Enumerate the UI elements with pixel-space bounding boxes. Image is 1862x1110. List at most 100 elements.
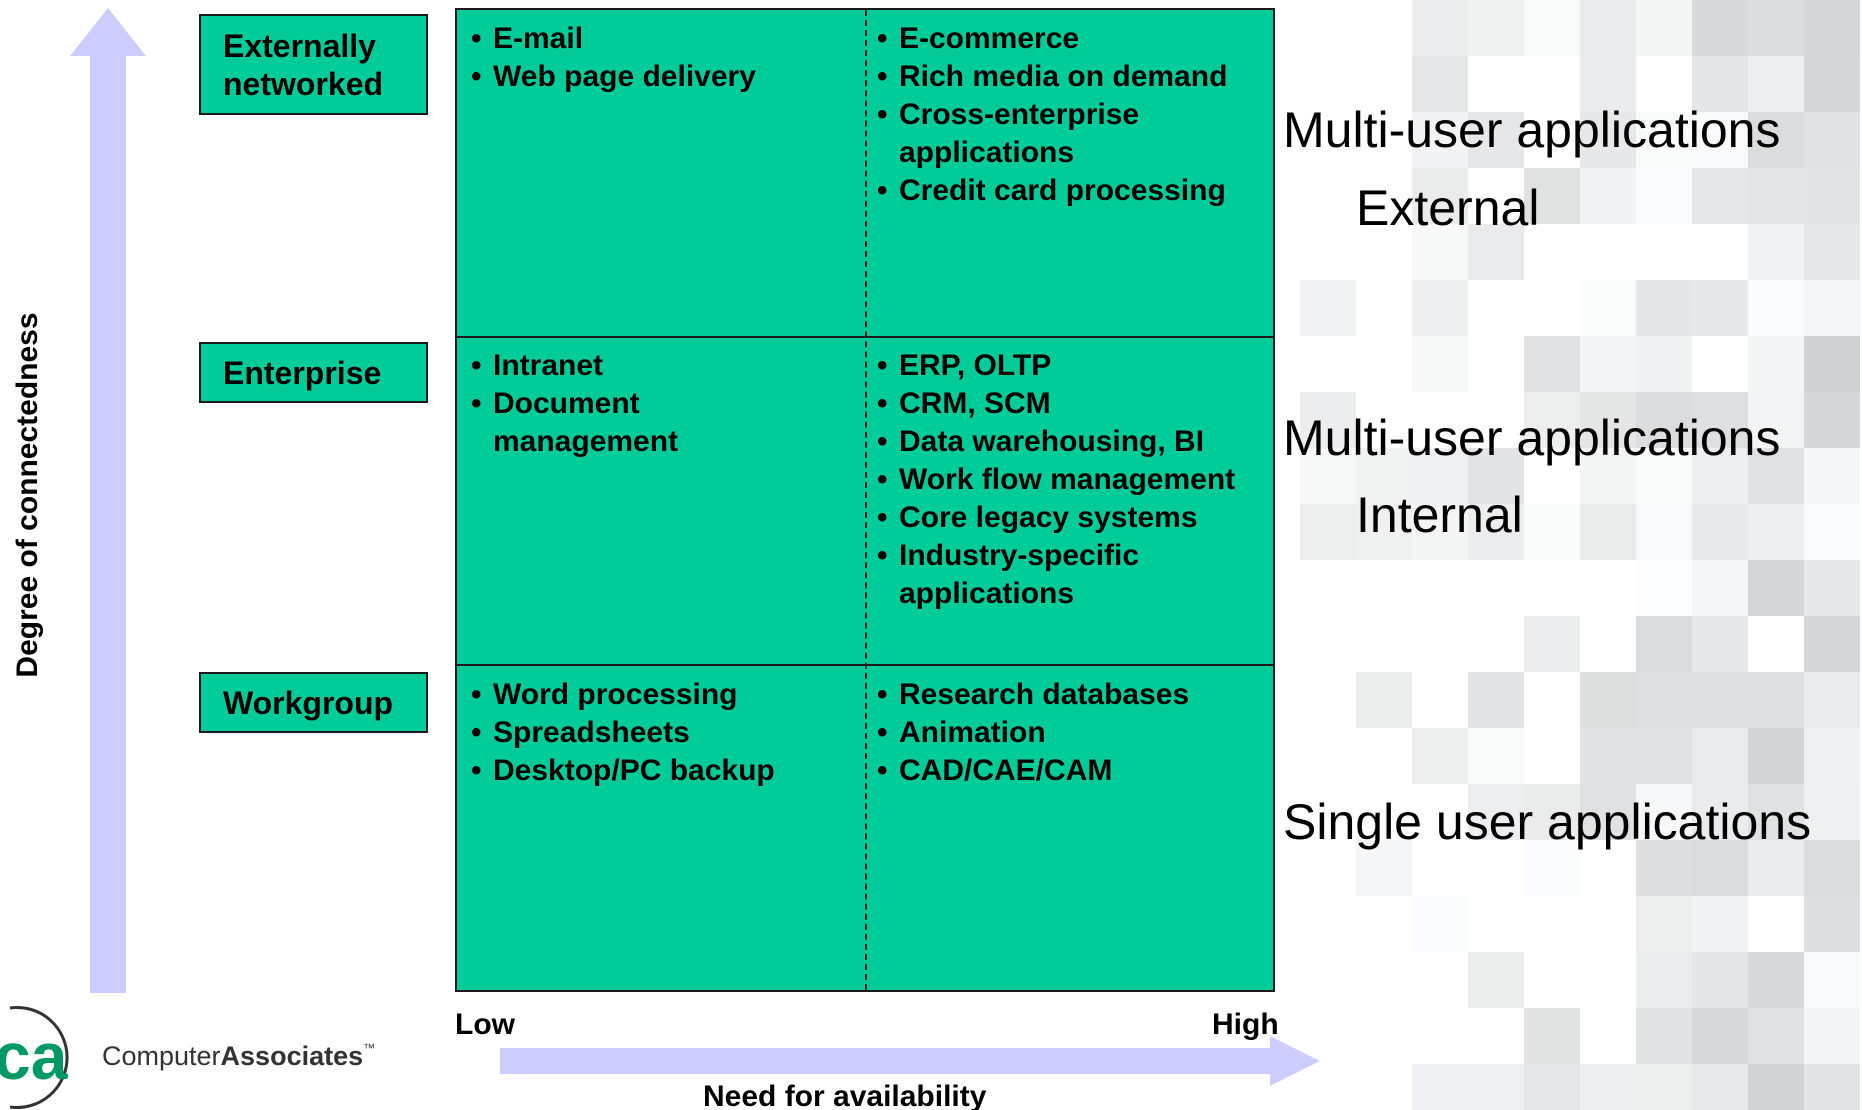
mosaic-tile xyxy=(1748,168,1804,224)
mosaic-tile xyxy=(1692,168,1748,224)
row-label-enterprise: Enterprise xyxy=(199,342,428,403)
list-item: E-commerce xyxy=(877,20,1272,58)
mosaic-tile xyxy=(1524,784,1580,840)
mosaic-tile xyxy=(1580,280,1636,336)
mosaic-tile xyxy=(1636,896,1692,952)
list-item: CAD/CAE/CAM xyxy=(877,752,1272,790)
mosaic-tile xyxy=(1300,280,1356,336)
mosaic-tile xyxy=(1804,896,1860,952)
mosaic-tile xyxy=(1580,448,1636,504)
mosaic-tile xyxy=(1692,56,1748,112)
mosaic-tile xyxy=(1692,616,1748,672)
mosaic-tile xyxy=(1748,1064,1804,1110)
column-divider xyxy=(865,10,867,990)
mosaic-tile xyxy=(1300,392,1356,448)
mosaic-tile xyxy=(1580,168,1636,224)
mosaic-tile xyxy=(1748,448,1804,504)
mosaic-tile xyxy=(1636,952,1692,1008)
mosaic-tile xyxy=(1580,392,1636,448)
mosaic-tile xyxy=(1412,168,1468,224)
mosaic-tile xyxy=(1636,784,1692,840)
cell-workgroup-high: Research databases Animation CAD/CAE/CAM xyxy=(877,676,1272,790)
list-item: Work flow management xyxy=(877,461,1272,499)
mosaic-tile xyxy=(1692,1064,1748,1110)
mosaic-tile xyxy=(1524,168,1580,224)
mosaic-tile xyxy=(1636,448,1692,504)
mosaic-tile xyxy=(1692,448,1748,504)
mosaic-tile xyxy=(1804,560,1860,616)
mosaic-tile xyxy=(1748,952,1804,1008)
mosaic-tile xyxy=(1804,504,1860,560)
mosaic-tile xyxy=(1580,504,1636,560)
mosaic-tile xyxy=(1748,280,1804,336)
mosaic-tile xyxy=(1692,392,1748,448)
mosaic-tile xyxy=(1748,336,1804,392)
mosaic-tile xyxy=(1468,952,1524,1008)
cell-workgroup-low: Word processing Spreadsheets Desktop/PC … xyxy=(471,676,856,790)
ca-logo-mark: ca xyxy=(0,1006,69,1109)
mosaic-tile xyxy=(1804,392,1860,448)
right-label-single-title: Single user applications xyxy=(1283,794,1812,850)
mosaic-tile xyxy=(1692,560,1748,616)
list-item: Industry-specific applications xyxy=(877,537,1179,613)
mosaic-tile xyxy=(1412,1064,1468,1110)
mosaic-tile xyxy=(1804,952,1860,1008)
mosaic-tile xyxy=(1804,1008,1860,1064)
mosaic-tile xyxy=(1468,1064,1524,1110)
list-item: Data warehousing, BI xyxy=(877,423,1272,461)
mosaic-tile xyxy=(1748,392,1804,448)
mosaic-tile xyxy=(1356,448,1412,504)
list-item: Spreadsheets xyxy=(471,714,856,752)
mosaic-tile xyxy=(1412,504,1468,560)
mosaic-tile xyxy=(1468,224,1524,280)
mosaic-tile xyxy=(1524,616,1580,672)
mosaic-tile xyxy=(1748,560,1804,616)
mosaic-tile xyxy=(1804,616,1860,672)
mosaic-tile xyxy=(1748,504,1804,560)
mosaic-tile xyxy=(1692,728,1748,784)
cell-enterprise-high: ERP, OLTP CRM, SCM Data warehousing, BI … xyxy=(877,347,1272,613)
cell-enterprise-low: Intranet Document management xyxy=(471,347,856,461)
mosaic-tile xyxy=(1692,0,1748,56)
mosaic-tile xyxy=(1636,0,1692,56)
mosaic-tile xyxy=(1524,1008,1580,1064)
mosaic-tile xyxy=(1804,728,1860,784)
mosaic-tile xyxy=(1692,952,1748,1008)
row-label-workgroup: Workgroup xyxy=(199,672,428,733)
mosaic-tile xyxy=(1636,616,1692,672)
row-label-text: Enterprise xyxy=(223,354,382,391)
mosaic-tile xyxy=(1412,112,1468,168)
mosaic-tile xyxy=(1580,112,1636,168)
mosaic-tile xyxy=(1748,224,1804,280)
list-item: Web page delivery xyxy=(471,58,856,96)
mosaic-tile xyxy=(1636,672,1692,728)
mosaic-tile xyxy=(1356,840,1412,896)
right-label-internal-title: Multi-user applications xyxy=(1283,410,1781,466)
mosaic-tile xyxy=(1580,672,1636,728)
list-item: Credit card processing xyxy=(877,172,1272,210)
y-axis-label: Degree of connectedness xyxy=(11,312,44,678)
mosaic-tile xyxy=(1748,112,1804,168)
mosaic-tile xyxy=(1748,840,1804,896)
mosaic-tile xyxy=(1636,168,1692,224)
mosaic-tile xyxy=(1580,0,1636,56)
mosaic-tile xyxy=(1468,112,1524,168)
mosaic-tile xyxy=(1692,672,1748,728)
mosaic-tile xyxy=(1468,728,1524,784)
company-logo: ca ComputerAssociates™ xyxy=(0,1005,420,1110)
list-item: Word processing xyxy=(471,676,856,714)
list-item: Desktop/PC backup xyxy=(471,752,856,790)
mosaic-tile xyxy=(1412,56,1468,112)
list-item: Intranet xyxy=(471,347,856,385)
mosaic-tile xyxy=(1748,1008,1804,1064)
mosaic-tile xyxy=(1580,336,1636,392)
mosaic-tile xyxy=(1468,784,1524,840)
mosaic-tile xyxy=(1468,504,1524,560)
mosaic-tile xyxy=(1804,168,1860,224)
list-item: E-mail xyxy=(471,20,856,58)
right-label-external-sub: External xyxy=(1356,180,1540,236)
mosaic-tile xyxy=(1804,1064,1860,1110)
mosaic-tile xyxy=(1804,784,1860,840)
y-axis-arrow xyxy=(70,8,146,993)
